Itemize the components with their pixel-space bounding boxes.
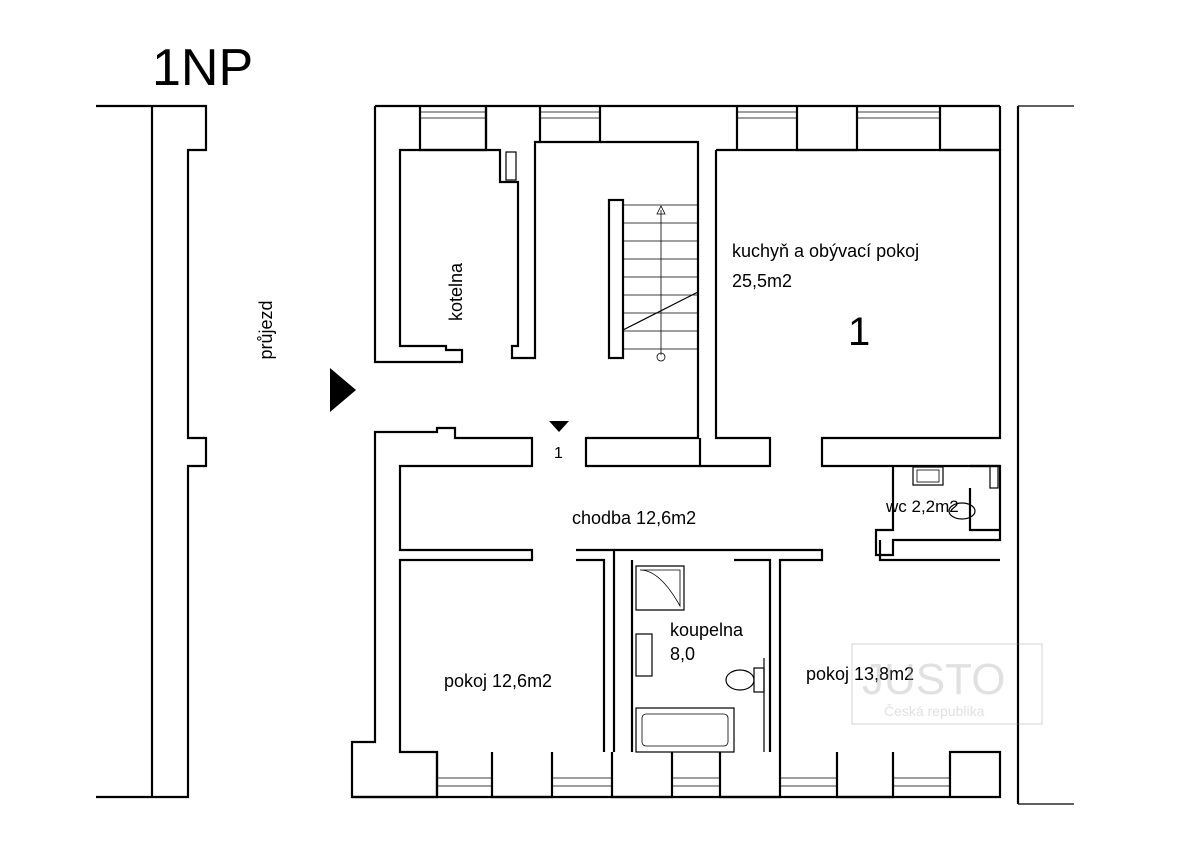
staircase xyxy=(584,140,702,468)
kitchen-number-label: 1 xyxy=(848,310,870,354)
bathroom-area-label: 8,0 xyxy=(670,644,695,664)
kitchen-walls xyxy=(700,148,1002,557)
corridor-label: chodba 12,6m2 xyxy=(572,508,696,528)
bathroom-fixtures xyxy=(635,565,765,753)
wc-room xyxy=(912,464,1000,532)
entrance-arrow-icon xyxy=(330,368,356,412)
passage-wall xyxy=(96,104,208,799)
kitchen-area-label: 25,5m2 xyxy=(732,271,792,291)
watermark: JUSTO Česká republika xyxy=(851,643,1043,725)
watermark-country: Česká republika xyxy=(884,703,985,719)
room-right-label: pokoj 13,8m2 xyxy=(806,664,914,684)
kitchen-name-label: kuchyň a obývací pokoj xyxy=(732,241,919,261)
corridor-walls xyxy=(576,540,1000,752)
boiler-room-label: kotelna xyxy=(446,262,466,321)
floor-label: 1NP xyxy=(152,39,253,97)
passage-label: průjezd xyxy=(256,300,276,359)
boiler-room-walls xyxy=(486,140,540,360)
watermark-brand: JUSTO xyxy=(862,655,1005,704)
bathroom-name-label: koupelna xyxy=(670,620,744,640)
entrance-number-label: 1 xyxy=(554,445,563,462)
wc-label: wc 2,2m2 xyxy=(885,497,959,516)
room-left-label: pokoj 12,6m2 xyxy=(444,671,552,691)
entrance-marker-icon xyxy=(549,421,569,432)
